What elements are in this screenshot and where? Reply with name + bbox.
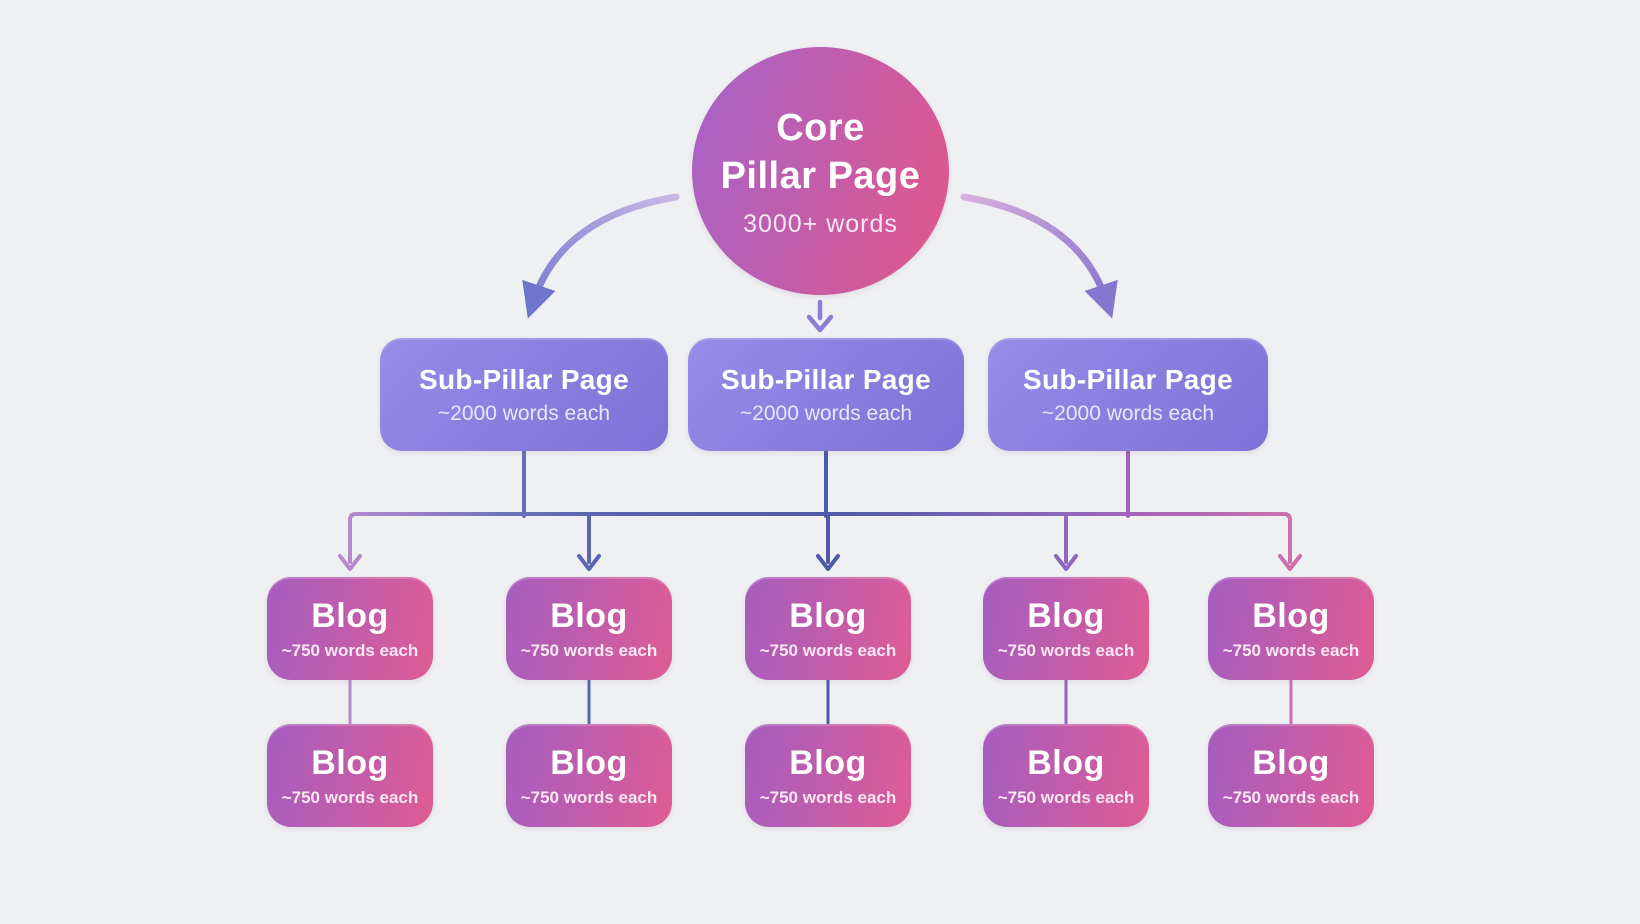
sub-pillar-wordcount: ~2000 words each xyxy=(437,401,611,425)
blog-wordcount: ~750 words each xyxy=(759,787,897,807)
blog-node-col4-row1: Blog ~750 words each xyxy=(983,577,1149,680)
core-pillar-title-line1: Core xyxy=(776,107,865,149)
blog-title: Blog xyxy=(550,596,628,635)
sub-pillar-title: Sub-Pillar Page xyxy=(419,363,629,395)
sub-pillar-wordcount: ~2000 words each xyxy=(1041,401,1215,425)
arrowhead-2 xyxy=(577,554,601,571)
arrowhead-3 xyxy=(816,554,840,571)
bus-rail xyxy=(348,512,1292,564)
blog-title: Blog xyxy=(550,743,628,782)
blog-title: Blog xyxy=(1252,743,1330,782)
core-pillar-node: Core Pillar Page 3000+ words xyxy=(692,47,949,295)
sub-pillar-node-2: Sub-Pillar Page ~2000 words each xyxy=(688,338,964,451)
blog-wordcount: ~750 words each xyxy=(1222,640,1360,660)
bus-lines xyxy=(338,450,1302,571)
blog-node-col1-row2: Blog ~750 words each xyxy=(267,724,433,827)
sub-pillar-wordcount: ~2000 words each xyxy=(739,401,913,425)
arrowhead-5 xyxy=(1278,554,1302,571)
blog-node-col3-row2: Blog ~750 words each xyxy=(745,724,911,827)
arrow-core-to-middle xyxy=(806,299,834,333)
blog-title: Blog xyxy=(311,743,389,782)
blog-title: Blog xyxy=(1252,596,1330,635)
blog-wordcount: ~750 words each xyxy=(281,787,419,807)
blog-node-col1-row1: Blog ~750 words each xyxy=(267,577,433,680)
curved-arrow-right xyxy=(960,193,1118,319)
blog-node-col2-row2: Blog ~750 words each xyxy=(506,724,672,827)
blog-node-col4-row2: Blog ~750 words each xyxy=(983,724,1149,827)
blog-row-links xyxy=(348,679,1293,725)
blog-node-col3-row1: Blog ~750 words each xyxy=(745,577,911,680)
blog-wordcount: ~750 words each xyxy=(281,640,419,660)
blog-title: Blog xyxy=(311,596,389,635)
blog-wordcount: ~750 words each xyxy=(759,640,897,660)
core-pillar-wordcount: 3000+ words xyxy=(743,210,898,238)
sub-pillar-node-1: Sub-Pillar Page ~2000 words each xyxy=(380,338,668,451)
blog-wordcount: ~750 words each xyxy=(997,640,1135,660)
core-pillar-title-line2: Pillar Page xyxy=(720,154,921,197)
blog-wordcount: ~750 words each xyxy=(520,787,658,807)
blog-wordcount: ~750 words each xyxy=(520,640,658,660)
curved-arrow-left xyxy=(522,193,680,319)
blog-wordcount: ~750 words each xyxy=(997,787,1135,807)
blog-node-col5-row2: Blog ~750 words each xyxy=(1208,724,1374,827)
blog-title: Blog xyxy=(1027,596,1105,635)
sub-pillar-title: Sub-Pillar Page xyxy=(1023,363,1233,395)
sub-pillar-node-3: Sub-Pillar Page ~2000 words each xyxy=(988,338,1268,451)
sub-pillar-title: Sub-Pillar Page xyxy=(721,363,931,395)
blog-node-col5-row1: Blog ~750 words each xyxy=(1208,577,1374,680)
blog-title: Blog xyxy=(1027,743,1105,782)
blog-node-col2-row1: Blog ~750 words each xyxy=(506,577,672,680)
arrowhead-1 xyxy=(338,554,362,571)
blog-wordcount: ~750 words each xyxy=(1222,787,1360,807)
blog-title: Blog xyxy=(789,596,867,635)
arrowhead-4 xyxy=(1054,554,1078,571)
blog-title: Blog xyxy=(789,743,867,782)
